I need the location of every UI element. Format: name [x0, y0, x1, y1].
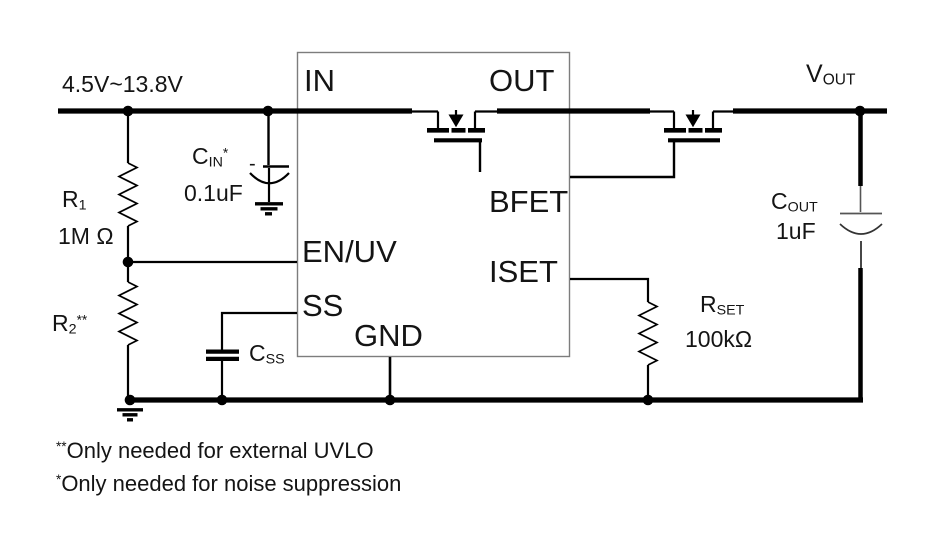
footnote-uvlo: **Only needed for external UVLO — [56, 440, 374, 462]
r1-ref-label: R1 — [62, 188, 87, 213]
pass-fet-2 — [664, 110, 722, 143]
cin-ref: C — [192, 143, 209, 169]
cout-ref: C — [771, 188, 788, 214]
body-diode-arrow-2 — [685, 114, 701, 128]
r2-ref: R — [52, 310, 69, 336]
body-diode-arrow-1 — [448, 114, 464, 128]
cout-value-label: 1uF — [776, 218, 816, 244]
r1-value-label: 1M Ω — [58, 223, 114, 249]
resistor-r2-symbol — [117, 262, 139, 400]
rset-ref-sub: SET — [716, 302, 745, 319]
ic-pin-en-uv-label: EN/UV — [302, 234, 397, 269]
cout-ref-sub: OUT — [787, 199, 818, 216]
r2-footnote-mark: ** — [76, 312, 88, 328]
footnote-noise: *Only needed for noise suppression — [56, 473, 401, 495]
vout-base: V — [806, 60, 823, 88]
vin-rail — [58, 108, 887, 128]
cin-polarity-mark: - — [249, 153, 256, 175]
r2-ref-sub: 2 — [68, 321, 77, 338]
css-ref-label: CSS — [249, 342, 285, 367]
cout-ref-label: COUT — [771, 190, 818, 215]
iset-wire — [570, 277, 650, 302]
ss-wire — [220, 311, 297, 350]
resistor-rset-symbol — [637, 301, 659, 400]
rset-value-label: 100kΩ — [685, 326, 753, 352]
ic-outline — [296, 51, 571, 358]
cin-ref-sub: IN — [208, 154, 223, 171]
input-voltage-label: 4.5V~13.8V — [62, 71, 183, 97]
pass-fet-1 — [427, 110, 485, 172]
vout-label: VOUT — [806, 62, 855, 88]
r2-ref-label: R2** — [52, 312, 87, 337]
bfet-wire — [570, 142, 676, 179]
resistor-r1-symbol — [117, 111, 139, 262]
junction-dots — [122, 105, 866, 406]
cin-footnote-mark: * — [222, 145, 229, 161]
rset-ref: R — [700, 291, 717, 317]
ic-pin-iset-label: ISET — [489, 254, 558, 289]
ground-symbol-left — [117, 408, 143, 422]
ic-pin-bfet-label: BFET — [489, 184, 569, 219]
ic-pin-gnd-label: GND — [354, 318, 423, 353]
rset-ref-label: RSET — [700, 293, 744, 318]
cin-ref-label: CIN* — [192, 145, 228, 170]
ic-pin-ss-label: SS — [302, 288, 344, 323]
r1-ref-sub: 1 — [78, 197, 87, 214]
cin-value-label: 0.1uF — [184, 180, 243, 206]
css-ref: C — [249, 340, 266, 366]
css-ref-sub: SS — [265, 351, 285, 368]
footnote-noise-text: Only needed for noise suppression — [61, 471, 402, 497]
ic-pin-in-label: IN — [304, 63, 335, 98]
vout-sub: OUT — [822, 71, 856, 89]
ic-pin-out-label: OUT — [489, 63, 555, 98]
r1-ref: R — [62, 186, 79, 212]
capacitor-cin-symbol — [249, 111, 290, 202]
ground-symbol-cin — [255, 202, 283, 216]
capacitor-cout-symbol — [839, 111, 883, 400]
capacitor-css-symbol — [206, 349, 239, 400]
footnote-noise-mark: * — [56, 472, 62, 487]
footnote-uvlo-mark: ** — [56, 439, 67, 454]
footnote-uvlo-text: Only needed for external UVLO — [66, 438, 374, 464]
